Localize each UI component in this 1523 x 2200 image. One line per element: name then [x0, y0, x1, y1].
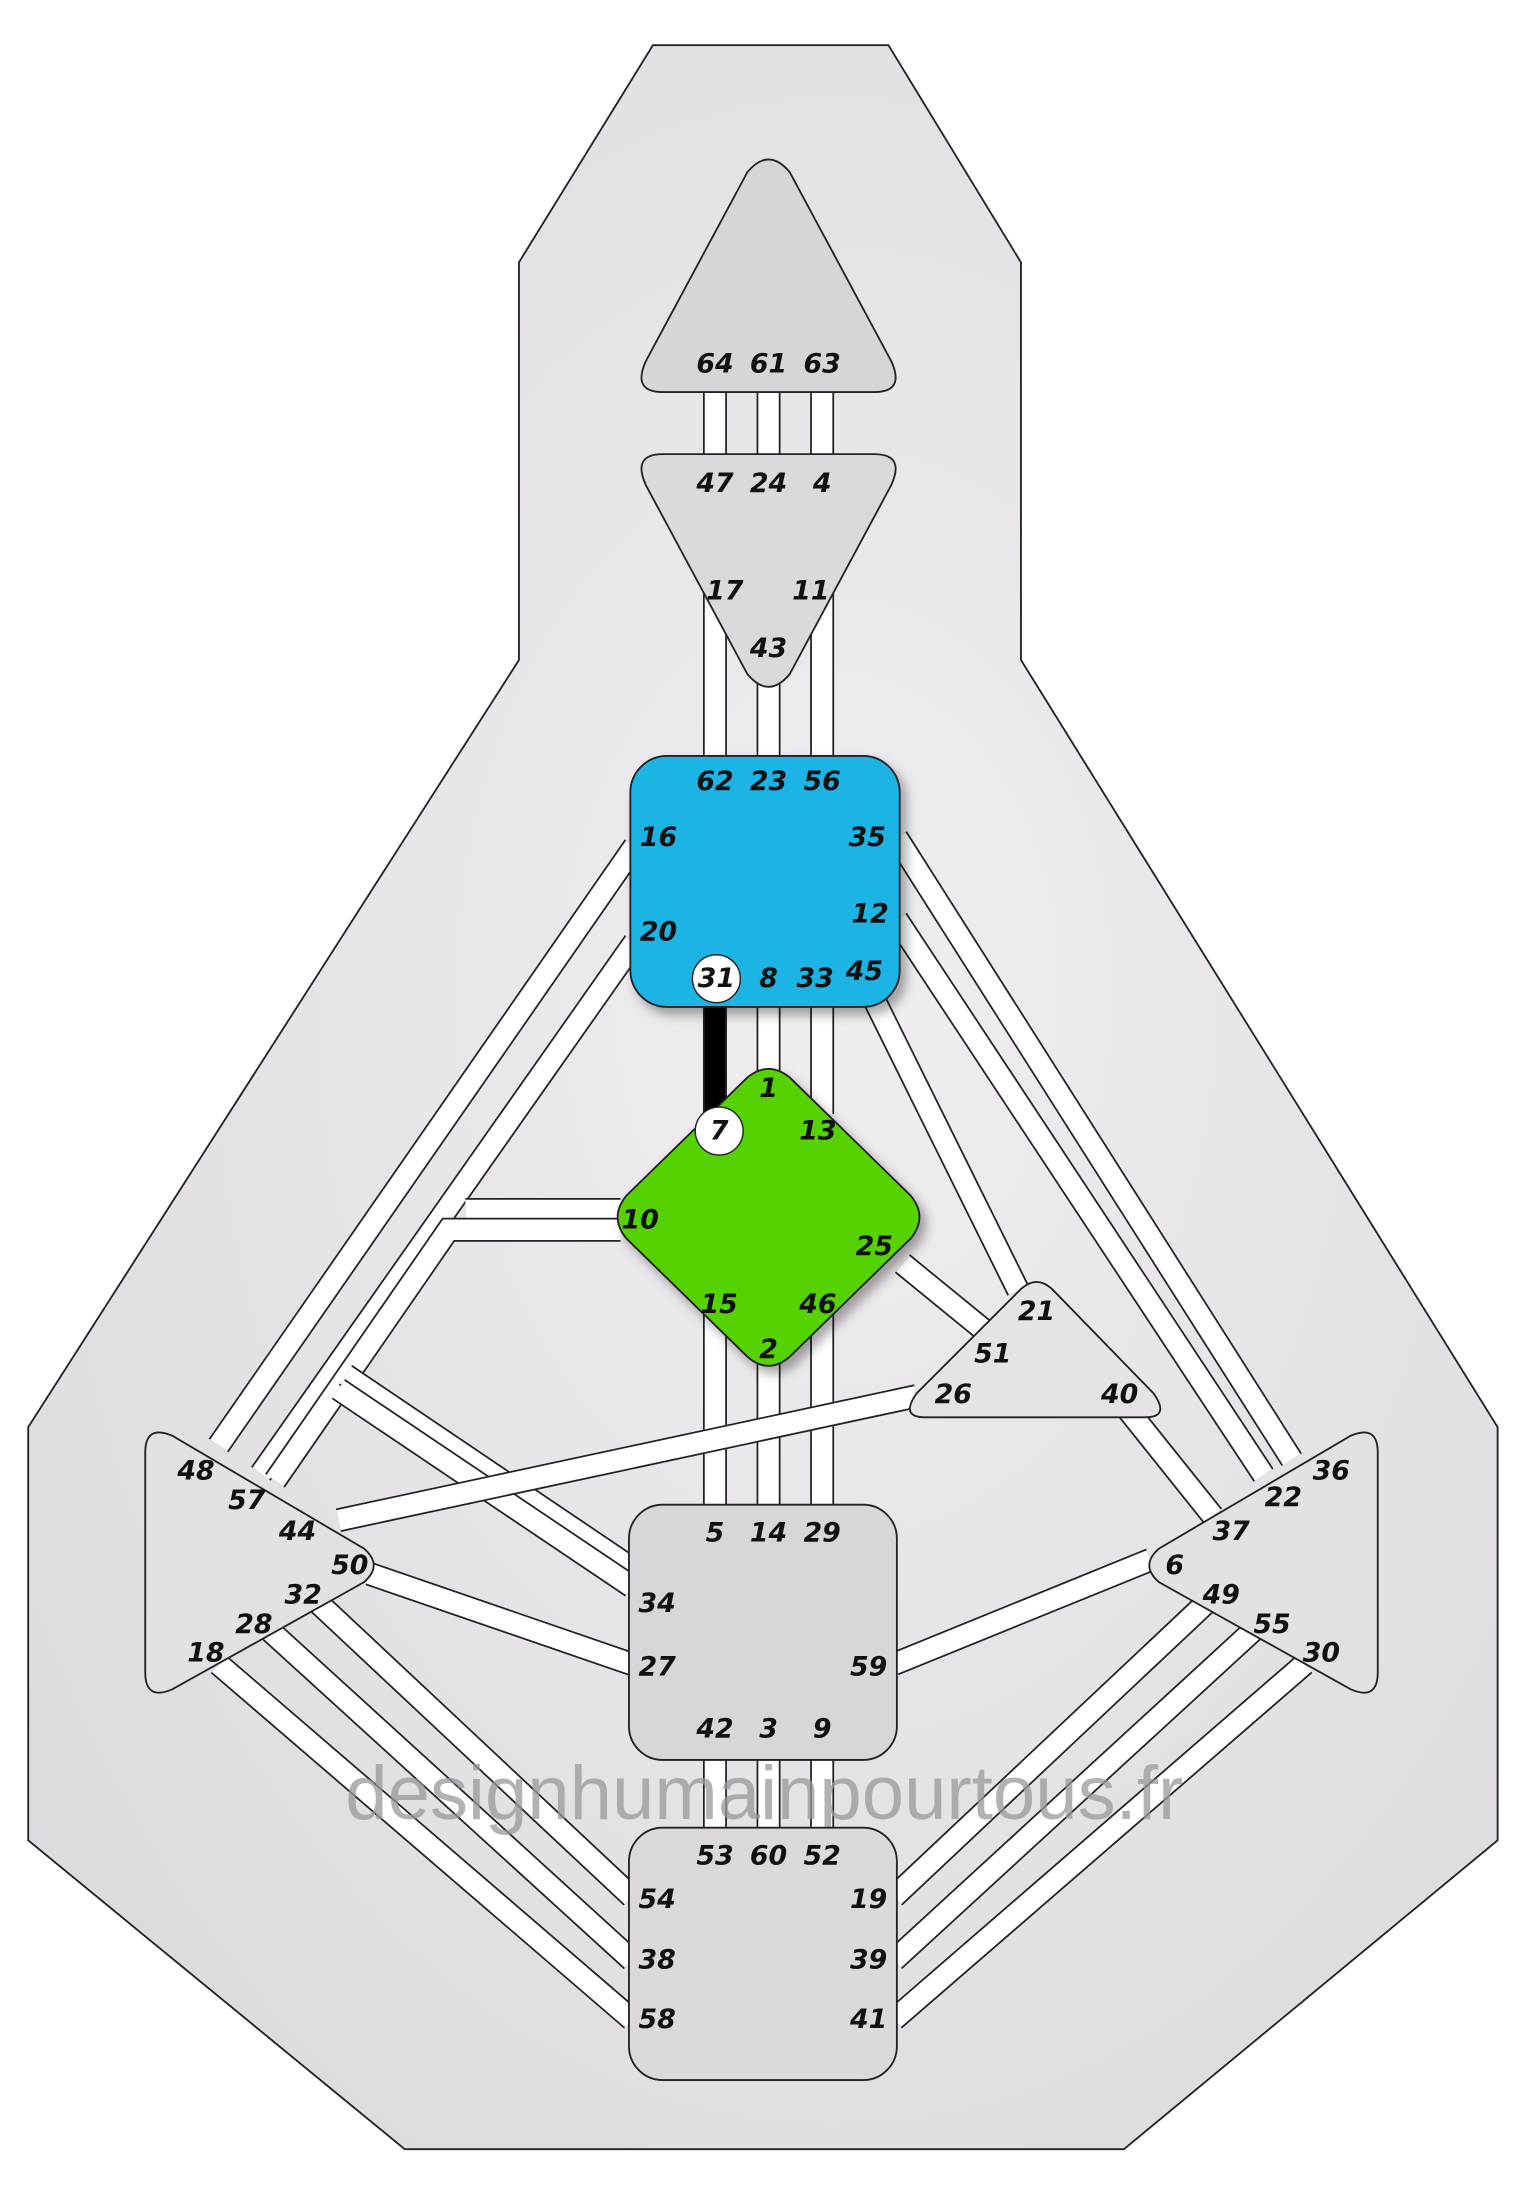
gate-55[interactable]: 55	[1253, 1609, 1290, 1640]
gate-16[interactable]: 16	[640, 822, 677, 853]
gate-35[interactable]: 35	[849, 822, 886, 853]
gate-13[interactable]: 13	[799, 1116, 836, 1147]
center-spleen[interactable]	[144, 1431, 375, 1694]
gate-28[interactable]: 28	[235, 1609, 272, 1640]
gate-59[interactable]: 59	[850, 1651, 887, 1682]
gate-31-highlight	[691, 954, 742, 1004]
center-sacral[interactable]	[628, 1503, 898, 1761]
center-root[interactable]	[628, 1826, 898, 2081]
gate-4[interactable]: 4	[812, 468, 832, 499]
gate-44[interactable]: 44	[278, 1516, 316, 1547]
channel-27-50[interactable]	[366, 1564, 636, 1674]
channel-12-22[interactable]	[888, 913, 1273, 1481]
channel-41-30[interactable]	[887, 1656, 1312, 2028]
center-throat[interactable]	[629, 754, 901, 1008]
gate-42[interactable]: 42	[695, 1713, 733, 1744]
gate-6[interactable]: 6	[1165, 1550, 1184, 1581]
channel-16-48[interactable]	[210, 840, 643, 1452]
gate-20[interactable]: 20	[640, 917, 677, 948]
channel-59-6[interactable]	[890, 1550, 1155, 1674]
channel-34-57[interactable]	[339, 1366, 638, 1577]
gate-39[interactable]: 39	[850, 1945, 887, 1976]
channel-10-57[interactable]	[266, 1219, 621, 1487]
center-g[interactable]	[616, 1068, 921, 1367]
gate-10[interactable]: 10	[622, 1204, 659, 1235]
center-ajna[interactable]	[640, 453, 897, 688]
gate-14[interactable]: 14	[750, 1517, 787, 1548]
gate-43[interactable]: 43	[749, 633, 787, 664]
gate-60[interactable]: 60	[750, 1840, 787, 1871]
gate-61[interactable]: 61	[750, 348, 787, 379]
gate-34[interactable]: 34	[639, 1588, 676, 1619]
gate-62[interactable]: 62	[696, 766, 733, 797]
gate-38[interactable]: 38	[639, 1945, 676, 1976]
channel-58-18[interactable]	[211, 1656, 639, 2028]
gate-5[interactable]: 5	[706, 1517, 725, 1548]
gate-26[interactable]: 26	[935, 1379, 972, 1410]
gate-57[interactable]: 57	[228, 1485, 266, 1516]
channel-40-37[interactable]	[1120, 1403, 1221, 1523]
center-heart[interactable]	[908, 1281, 1162, 1419]
center-solar-plexus[interactable]	[1148, 1431, 1379, 1694]
gate-54[interactable]: 54	[639, 1884, 676, 1915]
gate-30[interactable]: 30	[1303, 1637, 1340, 1668]
gate-31[interactable]: 31	[698, 963, 735, 994]
channel-44-26[interactable]	[336, 1386, 919, 1531]
gate-12[interactable]: 12	[851, 898, 888, 929]
channel-45-21[interactable]	[862, 989, 1028, 1295]
gate-64[interactable]: 64	[696, 348, 733, 379]
gate-32[interactable]: 32	[285, 1579, 322, 1610]
gate-63[interactable]: 63	[803, 348, 840, 379]
gate-7[interactable]: 7	[710, 1116, 729, 1147]
gate-7-highlight	[694, 1106, 744, 1156]
gate-22[interactable]: 22	[1265, 1482, 1302, 1513]
watermark: designhumainpourtous.fr	[345, 1751, 1183, 1836]
gate-2[interactable]: 2	[759, 1334, 778, 1365]
gate-50[interactable]: 50	[331, 1550, 368, 1581]
channel-25-51[interactable]	[896, 1255, 994, 1341]
gate-29[interactable]: 29	[803, 1517, 840, 1548]
gate-33[interactable]: 33	[796, 963, 833, 994]
gate-21[interactable]: 21	[1018, 1296, 1055, 1327]
gate-47[interactable]: 47	[695, 468, 734, 499]
gate-27[interactable]: 27	[639, 1651, 677, 1682]
gate-53[interactable]: 53	[696, 1840, 733, 1871]
gate-58[interactable]: 58	[639, 2004, 676, 2035]
gate-48[interactable]: 48	[176, 1455, 214, 1486]
gate-52[interactable]: 52	[803, 1840, 840, 1871]
channel-38-28[interactable]	[261, 1621, 639, 1968]
gate-3[interactable]: 3	[759, 1713, 778, 1744]
channel-54-32[interactable]	[310, 1594, 639, 1905]
gate-1[interactable]: 1	[759, 1073, 778, 1104]
gate-40[interactable]: 40	[1100, 1379, 1138, 1410]
gate-51[interactable]: 51	[974, 1338, 1011, 1369]
center-head[interactable]	[640, 158, 897, 394]
gate-49[interactable]: 49	[1202, 1579, 1240, 1610]
gate-9[interactable]: 9	[813, 1713, 832, 1744]
gate-36[interactable]: 36	[1313, 1455, 1350, 1486]
channel-35-36[interactable]	[888, 832, 1301, 1466]
gate-45[interactable]: 45	[845, 956, 883, 987]
channel-39-55[interactable]	[887, 1621, 1262, 1968]
channel-19-49[interactable]	[887, 1594, 1215, 1905]
gate-46[interactable]: 46	[798, 1289, 836, 1320]
gate-18[interactable]: 18	[187, 1637, 224, 1668]
gate-56[interactable]: 56	[803, 766, 840, 797]
gate-17[interactable]: 17	[706, 575, 744, 606]
gate-15[interactable]: 15	[701, 1289, 738, 1320]
centers-layer	[144, 158, 1379, 2081]
gate-24[interactable]: 24	[750, 468, 787, 499]
gate-41[interactable]: 41	[849, 2004, 887, 2035]
gate-23[interactable]: 23	[750, 766, 787, 797]
gate-37[interactable]: 37	[1212, 1516, 1250, 1547]
gate-11[interactable]: 11	[792, 575, 829, 606]
channels-layer	[208, 380, 1313, 2029]
gate-8[interactable]: 8	[759, 963, 778, 994]
gate-25[interactable]: 25	[856, 1231, 893, 1262]
channel-20-57[interactable]	[252, 936, 643, 1480]
gate-19[interactable]: 19	[850, 1884, 887, 1915]
